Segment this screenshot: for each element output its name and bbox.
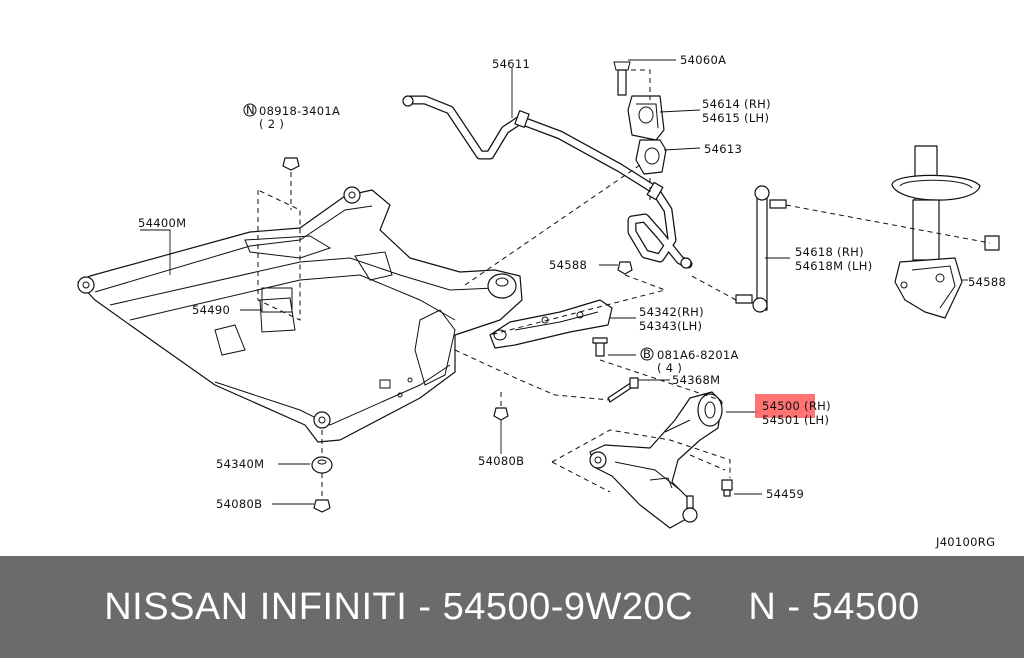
lower-control-arm-drawing [589,391,723,529]
label-54490: 54490 [192,303,230,317]
ref-letter-b: B [643,347,651,361]
ref-circle-n [243,103,257,117]
label-54080B-left: 54080B [216,497,262,511]
ref-letter-n: N [246,103,255,117]
exploded-view-drawing: 54611 54060A 54614 (RH) 54615 (LH) 54613… [77,53,1006,549]
label-54501: 54501 (LH) [762,413,829,427]
stabilizer-bar-drawing [402,95,693,269]
leader-lines [140,59,968,505]
label-54500: 54500 (RH) [762,399,831,413]
parts-diagram: 54611 54060A 54614 (RH) 54615 (LH) 54613… [77,53,1006,549]
label-54615: 54615 (LH) [702,111,769,125]
ref-circle-b [640,347,654,361]
stabilizer-bushing-clamps [613,61,667,175]
label-54618M: 54618M (LH) [795,259,873,273]
subframe-drawing [77,186,523,443]
diagram-code: J40100RG [935,535,995,549]
label-54611: 54611 [492,57,530,71]
strut-assembly-drawing [891,145,1000,319]
label-54614: 54614 (RH) [702,97,771,111]
fasteners [282,157,733,513]
part-highlight [755,394,815,418]
alignment-lines [257,69,991,498]
stabilizer-link-drawing [735,185,787,313]
label-54588-right: 54588 [968,275,1006,289]
label-54588-left: 54588 [549,258,587,272]
label-54342: 54342(RH) [639,305,704,319]
label-081A6-8201A: 081A6-8201A [657,348,739,362]
footer-part-number: NISSAN INFINITI - 54500-9W20C N - 54500 [104,585,920,628]
label-54080B-center: 54080B [478,454,524,468]
label-54613: 54613 [704,142,742,156]
label-54618: 54618 (RH) [795,245,864,259]
label-54368M: 54368M [672,373,720,387]
footer-banner: NISSAN INFINITI - 54500-9W20C N - 54500 [0,556,1024,658]
label-54340M: 54340M [216,457,264,471]
label-08918-3401A: 08918-3401A [259,104,340,118]
label-081A6-qty: ( 4 ) [657,361,682,375]
label-08918-qty: ( 2 ) [259,117,284,131]
label-54060A: 54060A [680,53,726,67]
label-54400M: 54400M [138,216,186,230]
part-labels: 54611 54060A 54614 (RH) 54615 (LH) 54613… [138,53,1006,549]
label-54459: 54459 [766,487,804,501]
label-54343: 54343(LH) [639,319,702,333]
